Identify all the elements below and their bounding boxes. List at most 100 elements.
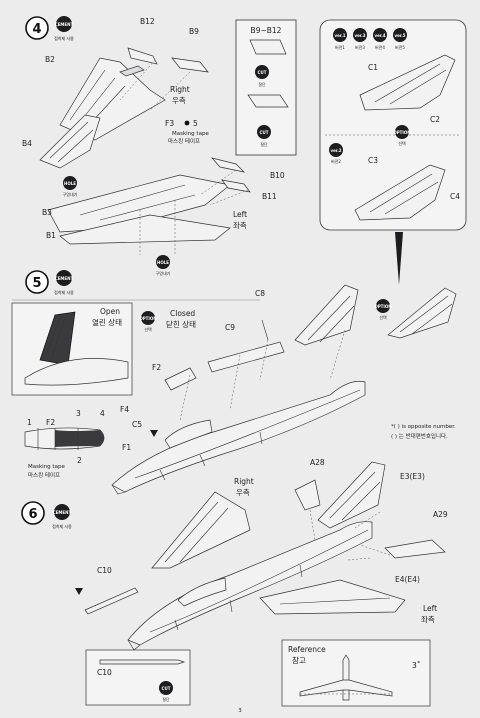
step4-section: 4 CEMENT 접착제 사용 bbox=[22, 16, 467, 285]
option-badge-5: OPTION bbox=[139, 316, 156, 321]
canopy-closed bbox=[164, 419, 213, 449]
arrow-marker-icon bbox=[150, 430, 158, 437]
part-label-a28: A28 bbox=[310, 458, 325, 467]
canopy-masking-en: Masking tape bbox=[28, 464, 65, 470]
part-label-e3: E3(E3) bbox=[400, 472, 425, 481]
canopy-label-1: 1 bbox=[27, 418, 32, 427]
ver5-icon bbox=[393, 28, 407, 42]
cement-caption-5: 접착제 사용 bbox=[54, 289, 74, 295]
cement-badge: CEMENT bbox=[55, 22, 74, 27]
part-c9-shape bbox=[207, 341, 285, 373]
canopy-masking-ko: 마스킹 테이프 bbox=[28, 471, 60, 479]
right-label-en: Right bbox=[170, 85, 190, 94]
part-label-c9: C9 bbox=[225, 323, 235, 332]
part-label-c4: C4 bbox=[450, 192, 460, 201]
tail-fin-step6 bbox=[317, 461, 386, 529]
ver2-icon bbox=[329, 143, 343, 157]
part-label-c5: C5 bbox=[132, 420, 142, 429]
ver1-caption: 버전1 bbox=[335, 44, 345, 50]
ver5-caption: 버전5 bbox=[395, 44, 405, 50]
hole-icon bbox=[63, 176, 77, 190]
part-label-b4: B4 bbox=[22, 139, 32, 148]
part-label-e4: E4(E4) bbox=[395, 575, 420, 584]
part-label-b12: B12 bbox=[140, 17, 155, 26]
ver4-badge: ver.4 bbox=[374, 33, 385, 38]
cut-badge-6: CUT bbox=[162, 686, 171, 691]
hole-badge: HOLE bbox=[64, 181, 76, 186]
cut-icon-1 bbox=[255, 65, 269, 79]
step6-number: 6 bbox=[28, 507, 37, 522]
part-label-b3: B3 bbox=[42, 208, 52, 217]
b9-part bbox=[171, 57, 209, 73]
masking-label-ko: 마스킹 테이프 bbox=[168, 137, 200, 145]
part-label-b11: B11 bbox=[262, 192, 277, 201]
masking-label-en: Masking tape bbox=[172, 131, 209, 137]
canopy-label-2: 2 bbox=[77, 456, 82, 465]
reference-label-ko: 참고 bbox=[292, 655, 306, 665]
step6-number-circle bbox=[21, 501, 45, 525]
closed-label-en: Closed bbox=[170, 309, 195, 318]
c10-detail-box: C10 CUT 절단 bbox=[85, 649, 191, 706]
masking-dot-icon bbox=[184, 120, 190, 126]
hole-badge-2: HOLE bbox=[157, 260, 169, 265]
part-label-c10: C10 bbox=[97, 566, 112, 575]
left-label-ko-6: 좌측 bbox=[421, 615, 435, 624]
fuselage-step6 bbox=[84, 461, 446, 651]
part-label-b2: B2 bbox=[45, 55, 55, 64]
callout-pointer bbox=[395, 232, 403, 285]
cement-icon bbox=[56, 16, 72, 32]
opposite-note-en: *( ) is opposite number. bbox=[391, 424, 456, 430]
ver3-caption: 버전3 bbox=[355, 44, 365, 50]
right-label-ko-6: 우측 bbox=[236, 488, 250, 497]
cut-icon-2 bbox=[257, 125, 271, 139]
part-label-b10: B10 bbox=[270, 171, 285, 180]
cut-caption-6: 절단 bbox=[162, 696, 170, 702]
ver4-caption: 버전4 bbox=[375, 44, 385, 50]
part-label-f3: F3 bbox=[165, 119, 174, 128]
ver2-badge: ver.2 bbox=[330, 148, 341, 153]
cut-box-title: B9~B12 bbox=[251, 26, 282, 35]
part-label-a29: A29 bbox=[433, 510, 448, 519]
option-icon-5 bbox=[141, 311, 155, 325]
ver2-caption: 버전2 bbox=[331, 158, 341, 164]
cut-caption-1: 절단 bbox=[258, 81, 266, 87]
canopy-masking-detail: 1 F2 3 4 2 Masking tape 마스킹 테이프 bbox=[24, 409, 105, 479]
version-options-box: ver.1 버전1 ver.3 버전3 ver.4 버전4 ver.5 버전5 … bbox=[319, 19, 467, 285]
left-label-en-6: Left bbox=[423, 604, 437, 613]
ver3-icon bbox=[353, 28, 367, 42]
part-label-c1: C1 bbox=[368, 63, 378, 72]
tail-fin-option bbox=[387, 287, 457, 339]
hole-caption-2: 구멍내기 bbox=[156, 270, 171, 276]
page-number: 3 bbox=[238, 708, 242, 714]
step6-section: 6 CEMENT 접착제 사용 A28 E3(E3) A29 E4(E4) C1… bbox=[21, 458, 448, 707]
detail-label-c10: C10 bbox=[97, 668, 112, 677]
cement-caption-6: 접착제 사용 bbox=[52, 523, 72, 529]
right-label-ko: 우측 bbox=[172, 96, 186, 105]
option-caption-5: 선택 bbox=[144, 326, 152, 332]
masking-ref: 5 bbox=[193, 119, 198, 128]
left-label-en: Left bbox=[233, 210, 247, 219]
main-wing-part bbox=[47, 174, 231, 255]
part-label-f4: F4 bbox=[120, 405, 129, 414]
left-wing-shape bbox=[259, 579, 406, 615]
step4-number: 4 bbox=[32, 22, 41, 37]
step5-number: 5 bbox=[32, 276, 41, 291]
open-canopy-inset: Open 열린 상태 bbox=[11, 302, 133, 396]
canopy-label-4: 4 bbox=[100, 409, 105, 418]
hole-icon-2 bbox=[156, 255, 170, 269]
ver3-badge: ver.3 bbox=[354, 33, 365, 38]
cement-badge-6: CEMENT bbox=[53, 510, 72, 515]
cut-detail-box: B9~B12 CUT 절단 CUT 절단 bbox=[235, 19, 297, 156]
canopy-label-f2: F2 bbox=[46, 418, 55, 427]
cut-icon-6 bbox=[159, 681, 173, 695]
b11-part bbox=[221, 179, 251, 193]
option-caption-5b: 선택 bbox=[379, 314, 387, 320]
cement-icon-5 bbox=[56, 270, 72, 286]
cement-caption: 접착제 사용 bbox=[54, 35, 74, 41]
cut-caption-2: 절단 bbox=[260, 141, 268, 147]
reference-angle: 3˚ bbox=[412, 661, 421, 670]
tail-part-c3-c4 bbox=[354, 164, 446, 221]
ver5-badge: ver.5 bbox=[394, 33, 405, 38]
lower-wing-part bbox=[39, 114, 101, 169]
